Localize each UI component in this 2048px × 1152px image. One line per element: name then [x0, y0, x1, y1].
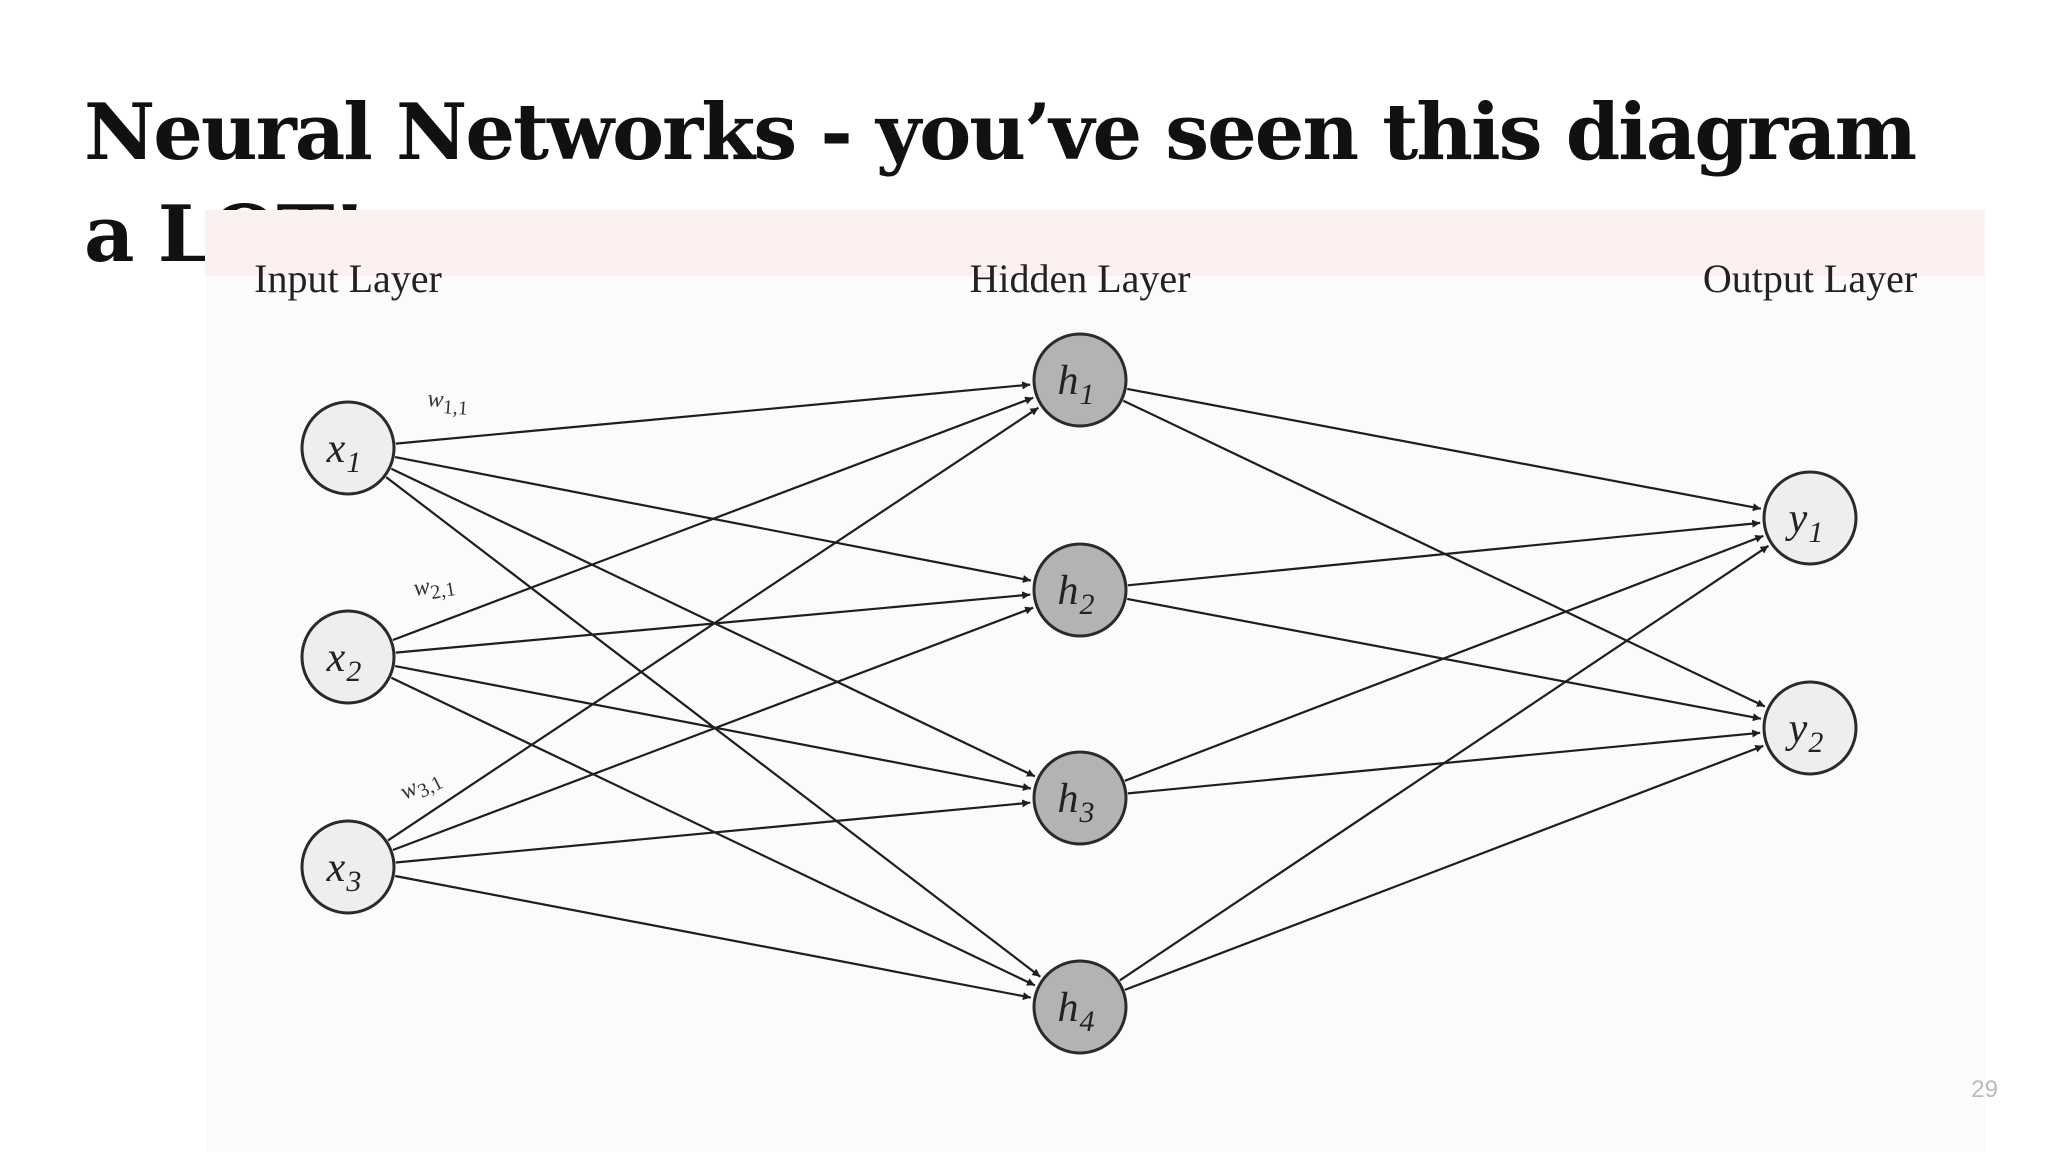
output-node-circle: [1762, 470, 1858, 566]
output-layer-label: Output Layer: [1703, 256, 1917, 301]
hidden-node-circle: [1032, 959, 1128, 1055]
input-node-circle: [300, 609, 396, 705]
edge-input3-hidden2: [392, 606, 1034, 852]
network-svg: Input Layer Hidden Layer Output Layer w1…: [254, 256, 1917, 1055]
weight-label-2: w2,1: [412, 569, 458, 607]
edge-input2-hidden1: [392, 396, 1034, 642]
edge-hidden3-output1: [1124, 534, 1764, 782]
weight-labels: w1,1 w2,1 w3,1: [396, 386, 469, 810]
page-number: 29: [1971, 1076, 1998, 1103]
edge-hidden4-output1: [1119, 544, 1770, 982]
hidden-node-label: h2: [1058, 568, 1095, 621]
input-layer-label: Input Layer: [254, 256, 442, 301]
hidden-layer-label: Hidden Layer: [969, 256, 1190, 301]
input-node-2: x2: [300, 609, 396, 705]
output-node-label: y2: [1785, 706, 1824, 759]
input-node-3: x3: [300, 819, 396, 915]
network-nodes: x1 x2 x3 h1 h2 h3 h4 y1 y2: [300, 332, 1858, 1055]
hidden-node-4: h4: [1032, 959, 1128, 1055]
hidden-node-circle: [1032, 750, 1128, 846]
input-node-circle: [300, 400, 396, 496]
edge-hidden2-output1: [1127, 519, 1761, 587]
output-node-circle: [1762, 680, 1858, 776]
edge-input3-hidden4: [394, 874, 1032, 1001]
edge-input2-hidden3: [394, 665, 1032, 791]
edge-hidden4-output2: [1124, 744, 1764, 991]
connection-edges: [385, 381, 1770, 1001]
input-node-label: x3: [326, 845, 362, 898]
hidden-node-2: h2: [1032, 542, 1128, 638]
hidden-node-circle: [1032, 542, 1128, 638]
output-node-2: y2: [1762, 680, 1858, 776]
hidden-node-3: h3: [1032, 750, 1128, 846]
figure-top-band: [205, 210, 1985, 276]
edge-hidden1-output1: [1126, 387, 1762, 512]
weight-label-3: w3,1: [396, 764, 447, 810]
edge-input1-hidden1: [395, 381, 1031, 445]
hidden-node-circle: [1032, 332, 1128, 428]
edge-input3-hidden1: [387, 406, 1040, 842]
neural-network-diagram: Input Layer Hidden Layer Output Layer w1…: [205, 210, 1985, 1152]
hidden-node-1: h1: [1032, 332, 1128, 428]
edge-input3-hidden3: [395, 799, 1031, 864]
input-node-circle: [300, 819, 396, 915]
hidden-node-label: h1: [1058, 358, 1095, 411]
weight-label-1: w1,1: [426, 386, 469, 420]
output-node-1: y1: [1762, 470, 1858, 566]
input-node-1: x1: [300, 400, 396, 496]
